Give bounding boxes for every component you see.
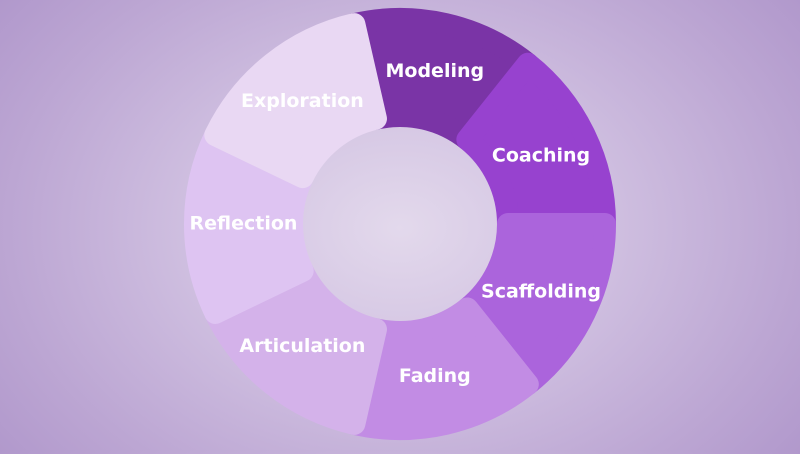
segment-label-modeling: Modeling [386,60,485,82]
segment-label-fading: Fading [399,365,471,387]
segment-label-scaffolding: Scaffolding [481,280,601,302]
segment-label-coaching: Coaching [492,145,590,167]
segment-label-exploration: Exploration [241,90,364,112]
segment-label-reflection: Reflection [190,213,298,235]
segment-label-articulation: Articulation [239,335,365,357]
segments-layer [184,8,616,440]
segment-exploration [204,13,387,189]
